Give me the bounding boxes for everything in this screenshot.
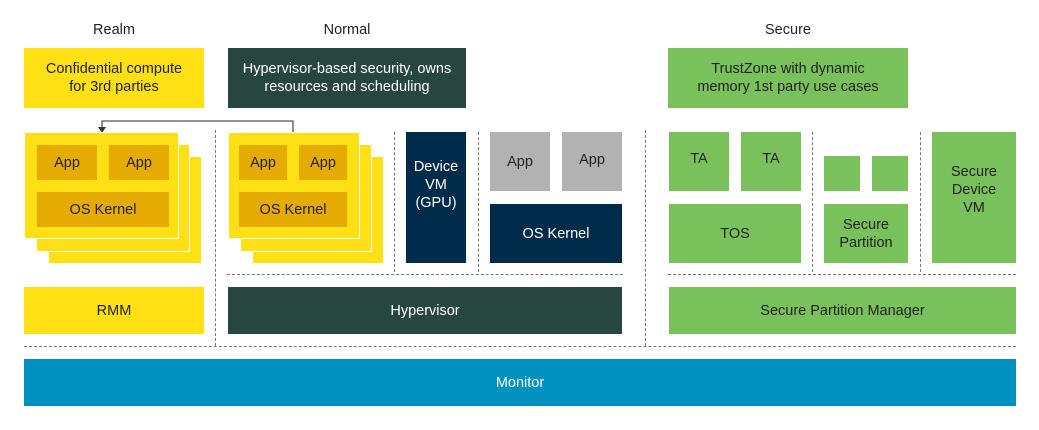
normal-divider-1 [394, 132, 395, 272]
normal-title: Normal [323, 22, 371, 38]
hypervisor: Hypervisor [228, 287, 622, 334]
trusted-app: TA [669, 132, 729, 191]
normal-vm-app: App [299, 145, 347, 180]
realm-description: Confidential compute for 3rd parties [24, 48, 204, 108]
secure-divider-1 [812, 132, 813, 272]
host-app: App [562, 132, 622, 191]
host-os-kernel: OS Kernel [490, 204, 622, 263]
normal-vm: App App OS Kernel [228, 132, 360, 239]
rmm: RMM [24, 287, 204, 334]
partition-service [872, 156, 908, 191]
secure-device-vm: Secure Device VM [932, 132, 1016, 263]
realm-normal-divider [215, 130, 216, 346]
normal-description: Hypervisor-based security, owns resource… [228, 48, 466, 108]
secure-divider-2 [920, 132, 921, 272]
normal-divider-2 [478, 132, 479, 272]
normal-secure-divider [645, 130, 646, 346]
device-vm-gpu: Device VM (GPU) [406, 132, 466, 263]
realm-os-kernel: OS Kernel [37, 192, 169, 227]
secure-el1-el2-boundary [668, 274, 1016, 275]
realm-vm: App App OS Kernel [24, 132, 179, 239]
secure-partition-manager: Secure Partition Manager [669, 287, 1016, 334]
realm-app: App [37, 145, 97, 180]
secure-title: Secure [765, 22, 811, 38]
normal-vm-app: App [239, 145, 287, 180]
host-app: App [490, 132, 550, 191]
normal-vm-os-kernel: OS Kernel [239, 192, 347, 227]
realm-app: App [109, 145, 169, 180]
trusted-os: TOS [669, 204, 801, 263]
normal-el1-el2-boundary [227, 274, 623, 275]
secure-description: TrustZone with dynamic memory 1st party … [668, 48, 908, 108]
trusted-app: TA [741, 132, 801, 191]
realm-title: Realm [93, 22, 135, 38]
monitor: Monitor [24, 359, 1016, 406]
partition-service [824, 156, 860, 191]
arrow-head-icon [98, 127, 106, 133]
secure-partition: Secure Partition [824, 204, 908, 263]
el2-el3-boundary [24, 346, 1016, 347]
